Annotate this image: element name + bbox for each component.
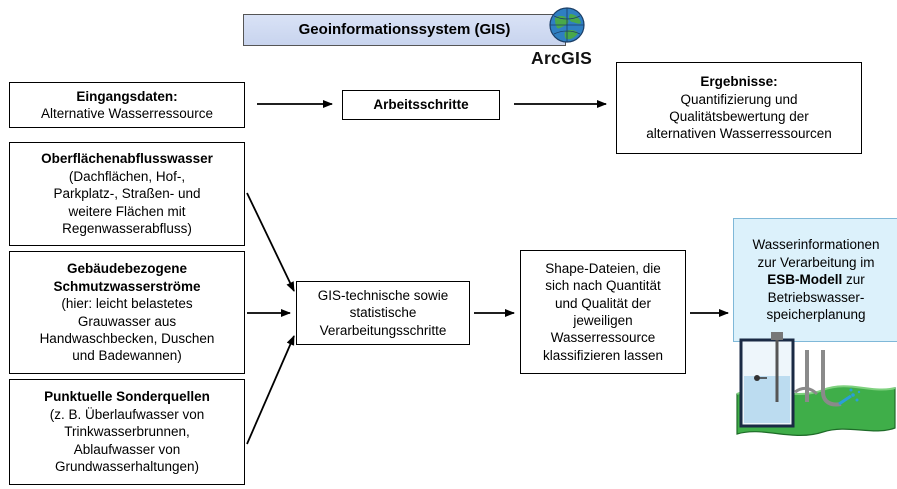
esb-model-box: Wasserinformationen zur Verarbeitung im … [733, 218, 897, 342]
esb-line: Wasserinformationen [752, 237, 880, 253]
source-line: Parkplatz-, Straßen- und [53, 186, 201, 202]
shape-line: Wasserressource [550, 330, 656, 346]
shape-files-box: Shape-Dateien, die sich nach Quantität u… [520, 250, 686, 374]
source-title: Oberflächenabflusswasser [41, 151, 213, 167]
source-title: Schmutzwasserströme [53, 278, 201, 294]
source-line: Regenwasserabfluss) [62, 221, 192, 237]
gis-title: Geoinformationssystem (GIS) [243, 14, 566, 46]
source-title: Punktuelle Sonderquellen [44, 389, 210, 405]
shape-line: und Qualität der [554, 295, 652, 311]
results-line: Qualitätsbewertung der [669, 109, 809, 124]
source-point-sources: Punktuelle Sonderquellen (z. B. Überlauf… [9, 379, 245, 485]
source-line: (z. B. Überlaufwasser von [49, 406, 205, 422]
input-data-title: Eingangsdaten: [76, 88, 178, 104]
results-title: Ergebnisse: [700, 74, 778, 90]
source-line: weitere Flächen mit [68, 203, 186, 219]
globe-icon [549, 7, 585, 43]
shape-line: klassifizieren lassen [542, 347, 664, 363]
shape-line: Shape-Dateien, die [545, 260, 661, 276]
source-line: Trinkwasserbrunnen, [64, 424, 190, 440]
source-line: Ablaufwasser von [73, 441, 181, 457]
source-line: Grundwasserhaltungen) [54, 459, 200, 475]
water-tank-illustration [736, 332, 896, 436]
processing-line: statistische [349, 305, 417, 321]
source-title: Gebäudebezogene [66, 261, 188, 277]
source-line: (Dachflächen, Hof-, [68, 168, 186, 184]
arcgis-logo-text: ArcGIS [531, 48, 593, 68]
input-data-subtitle: Alternative Wasserressource [40, 106, 214, 121]
esb-line: zur Verarbeitung im [757, 254, 875, 270]
source-line: (hier: leicht belastetes [61, 296, 193, 312]
source-surface-runoff: Oberflächenabflusswasser (Dachflächen, H… [9, 142, 245, 246]
esb-line: speicherplanung [766, 307, 866, 323]
input-data-box: Eingangsdaten: Alternative Wasserressour… [9, 82, 245, 128]
processing-line: Verarbeitungsschritte [319, 322, 447, 338]
processing-line: GIS-technische sowie [317, 287, 449, 303]
source-line: Handwaschbecken, Duschen [39, 330, 215, 346]
results-line: Quantifizierung und [680, 91, 798, 107]
results-box: Ergebnisse: Quantifizierung und Qualität… [616, 62, 862, 154]
source-greywater: Gebäudebezogene Schmutzwasserströme (hie… [9, 251, 245, 374]
esb-model-name: ESB-Modell [767, 272, 843, 288]
esb-line-model: ESB-Modell zur [734, 271, 897, 288]
arrow-src3-to-processing [246, 335, 295, 445]
esb-line: Betriebswasser- [767, 289, 865, 305]
results-line: alternativen Wasserressourcen [646, 126, 832, 142]
source-line: Grauwasser aus [77, 313, 177, 329]
processing-box: GIS-technische sowie statistische Verarb… [296, 281, 470, 345]
work-steps-box: Arbeitsschritte [342, 90, 500, 120]
shape-line: sich nach Quantität [545, 278, 661, 294]
shape-line: jeweiligen [573, 313, 633, 328]
arrow-src1-to-processing [246, 192, 295, 292]
esb-line-suffix: zur [842, 272, 865, 288]
source-line: und Badewannen) [72, 348, 182, 364]
